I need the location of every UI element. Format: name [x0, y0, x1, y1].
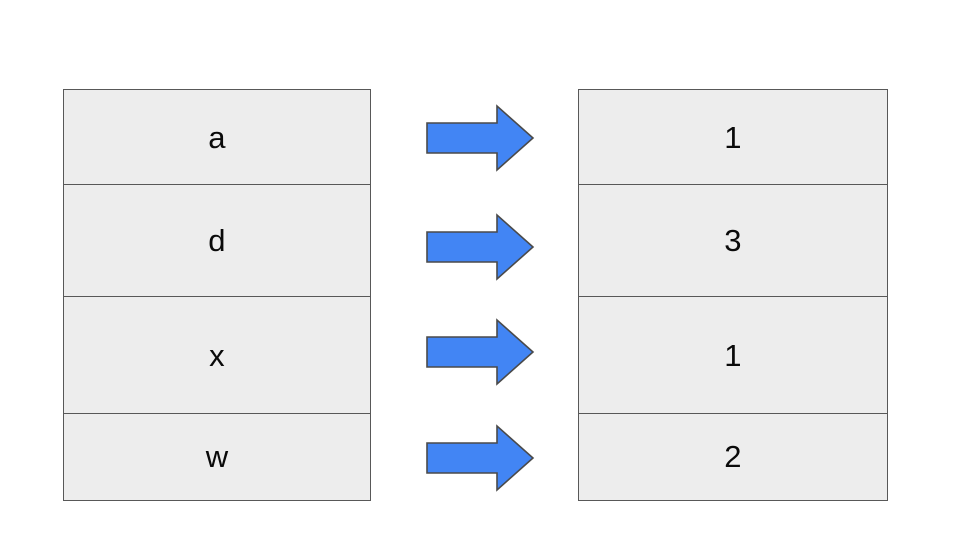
right-cell-0-label: 1: [724, 119, 742, 155]
left-cell-1[interactable]: d: [64, 185, 370, 297]
right-column-values: 1 3 1 2: [578, 89, 888, 501]
arrow-right-icon-row-3: [425, 424, 535, 492]
left-cell-2-label: x: [209, 337, 225, 373]
left-cell-0[interactable]: a: [64, 90, 370, 185]
right-cell-2[interactable]: 1: [579, 297, 887, 414]
left-cell-3[interactable]: w: [64, 414, 370, 499]
right-cell-0[interactable]: 1: [579, 90, 887, 185]
arrow-right-icon-row-0: [425, 104, 535, 172]
right-cell-3-label: 2: [724, 439, 742, 474]
left-cell-2[interactable]: x: [64, 297, 370, 414]
arrow-right-icon-row-1: [425, 213, 535, 281]
right-cell-2-label: 1: [724, 337, 742, 373]
right-cell-3[interactable]: 2: [579, 414, 887, 499]
right-cell-1[interactable]: 3: [579, 185, 887, 297]
left-cell-0-label: a: [208, 119, 226, 155]
right-cell-1-label: 3: [724, 223, 742, 258]
left-cell-3-label: w: [205, 439, 229, 474]
left-column-keys: a d x w: [63, 89, 371, 501]
left-cell-1-label: d: [208, 223, 226, 258]
arrow-right-icon-row-2: [425, 318, 535, 386]
